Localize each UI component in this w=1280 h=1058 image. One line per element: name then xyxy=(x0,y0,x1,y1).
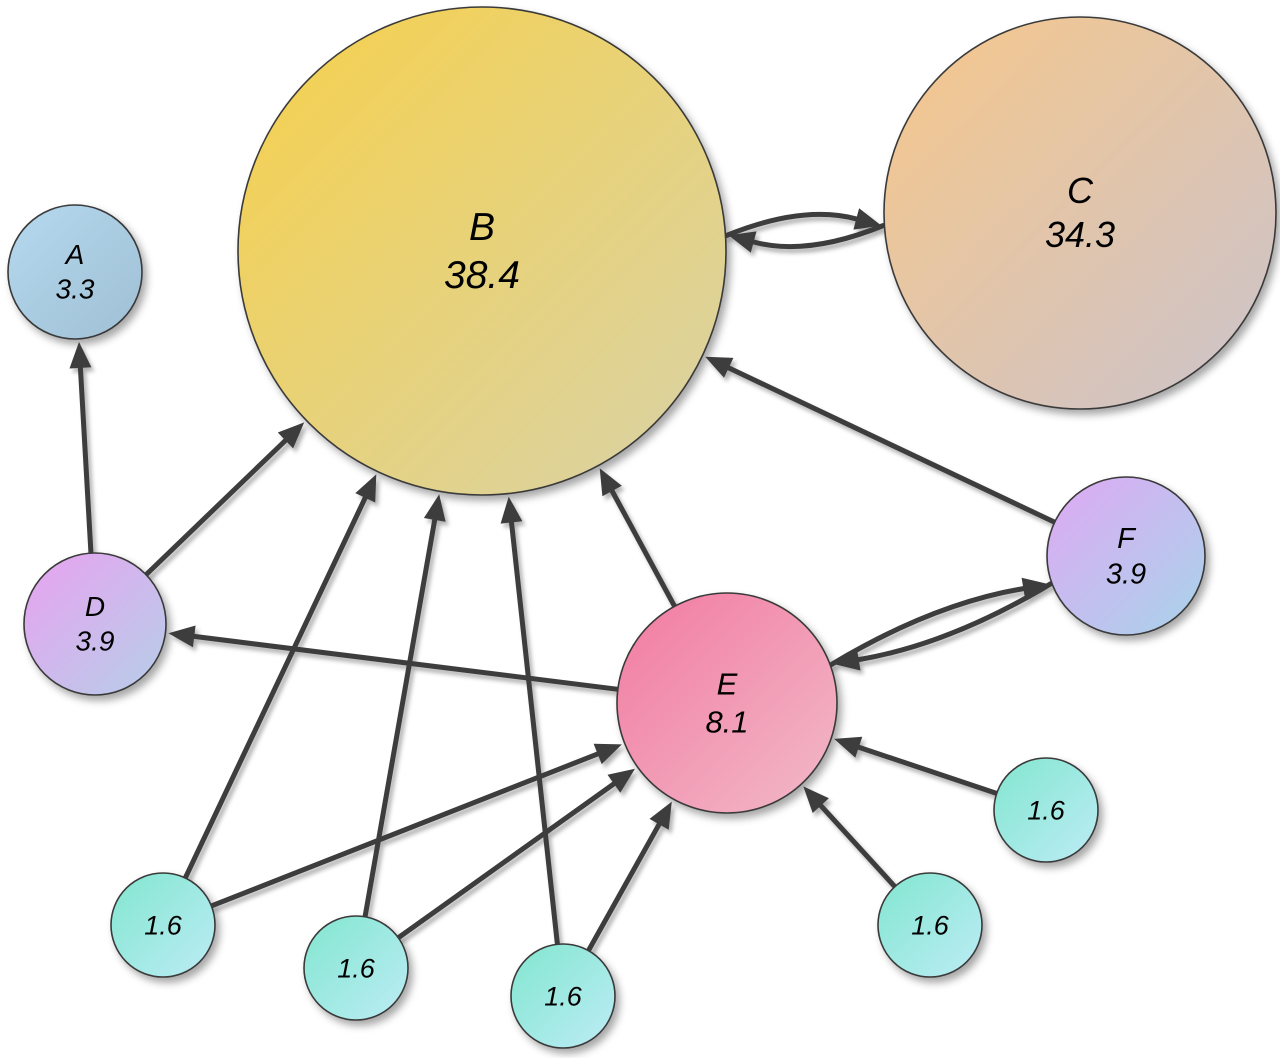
node-s2: 1.6 xyxy=(303,915,409,1021)
arrowhead-F-B xyxy=(705,356,734,378)
node-D-text: D 3.9 xyxy=(76,591,115,656)
node-D: D 3.9 xyxy=(23,552,167,696)
node-value: 1.6 xyxy=(337,954,376,984)
node-s4-text: 1.6 xyxy=(911,911,950,941)
node-s5-text: 1.6 xyxy=(1027,796,1066,826)
edge-F-B xyxy=(726,365,1057,525)
node-s5: 1.6 xyxy=(993,757,1099,863)
node-s2-text: 1.6 xyxy=(337,954,376,984)
edge-s1-E xyxy=(209,751,601,909)
node-value: 8.1 xyxy=(705,705,748,740)
edge-s3-B xyxy=(509,519,560,946)
node-A: A 3.3 xyxy=(7,204,143,340)
edge-s1-B xyxy=(183,495,368,880)
edge-D-B xyxy=(144,438,288,577)
node-B: B 38.4 xyxy=(237,6,727,496)
arrowhead-F-E xyxy=(833,648,861,671)
node-value: 1.6 xyxy=(544,982,583,1012)
node-value: 3.3 xyxy=(56,274,95,305)
node-s5-circle xyxy=(993,757,1099,863)
edge-E-B xyxy=(609,488,677,608)
node-E: E 8.1 xyxy=(616,592,838,814)
edge-C-B xyxy=(751,223,886,250)
node-F-circle xyxy=(1046,476,1206,636)
arrowhead-B-C xyxy=(853,208,882,230)
arrowhead-C-B xyxy=(728,231,757,253)
node-B-circle xyxy=(237,6,727,496)
node-label: F xyxy=(1117,523,1137,555)
node-s1-circle xyxy=(110,872,216,978)
edge-F-E xyxy=(856,581,1054,663)
node-label: E xyxy=(717,666,738,701)
arrowhead-s5-E xyxy=(834,736,863,758)
node-label: D xyxy=(85,591,105,622)
arrowhead-D-A xyxy=(69,341,92,369)
node-value: 3.9 xyxy=(76,626,115,657)
edge-s2-B xyxy=(362,517,438,919)
arrowhead-s4-E xyxy=(803,786,829,813)
arrowhead-s1-E xyxy=(593,743,622,765)
node-label: C xyxy=(1067,170,1094,211)
node-B-text: B 38.4 xyxy=(444,206,520,297)
node-E-text: E 8.1 xyxy=(705,666,748,739)
arrowhead-s3-E xyxy=(649,801,672,830)
arrowhead-E-D xyxy=(168,625,196,648)
node-F-text: F 3.9 xyxy=(1106,523,1146,591)
node-A-circle xyxy=(7,204,143,340)
node-value: 1.6 xyxy=(144,911,183,941)
edge-D-A xyxy=(77,365,94,555)
edge-layer xyxy=(69,208,1057,953)
arrowhead-s1-B xyxy=(355,474,377,503)
node-value: 3.9 xyxy=(1106,559,1146,591)
edge-s5-E xyxy=(856,744,999,796)
node-value: 1.6 xyxy=(911,911,950,941)
edge-s4-E xyxy=(818,803,897,889)
arrowhead-s2-E xyxy=(607,768,635,793)
edge-s3-E xyxy=(586,821,662,953)
node-s4-circle xyxy=(877,872,983,978)
node-s2-circle xyxy=(303,915,409,1021)
node-label: A xyxy=(64,239,85,270)
node-s3: 1.6 xyxy=(510,943,616,1049)
node-value: 1.6 xyxy=(1027,796,1066,826)
arrowhead-s2-B xyxy=(423,494,446,522)
node-value: 38.4 xyxy=(444,254,520,297)
node-s3-text: 1.6 xyxy=(544,982,583,1012)
arrowhead-D-B xyxy=(277,422,305,449)
node-E-circle xyxy=(616,592,838,814)
node-F: F 3.9 xyxy=(1046,476,1206,636)
node-s4: 1.6 xyxy=(877,872,983,978)
node-C-circle xyxy=(883,16,1277,410)
node-D-circle xyxy=(23,552,167,696)
node-value: 34.3 xyxy=(1045,214,1115,255)
node-s1-text: 1.6 xyxy=(144,911,183,941)
node-label: B xyxy=(469,206,495,249)
node-s1: 1.6 xyxy=(110,872,216,978)
edge-s2-E xyxy=(396,781,617,940)
edge-E-D xyxy=(191,633,620,692)
edge-B-C xyxy=(724,211,859,238)
node-A-text: A 3.3 xyxy=(56,239,95,304)
edge-E-F xyxy=(828,586,1026,668)
node-s3-circle xyxy=(510,943,616,1049)
arrowhead-s3-B xyxy=(500,496,523,524)
arrowhead-E-B xyxy=(599,468,622,497)
